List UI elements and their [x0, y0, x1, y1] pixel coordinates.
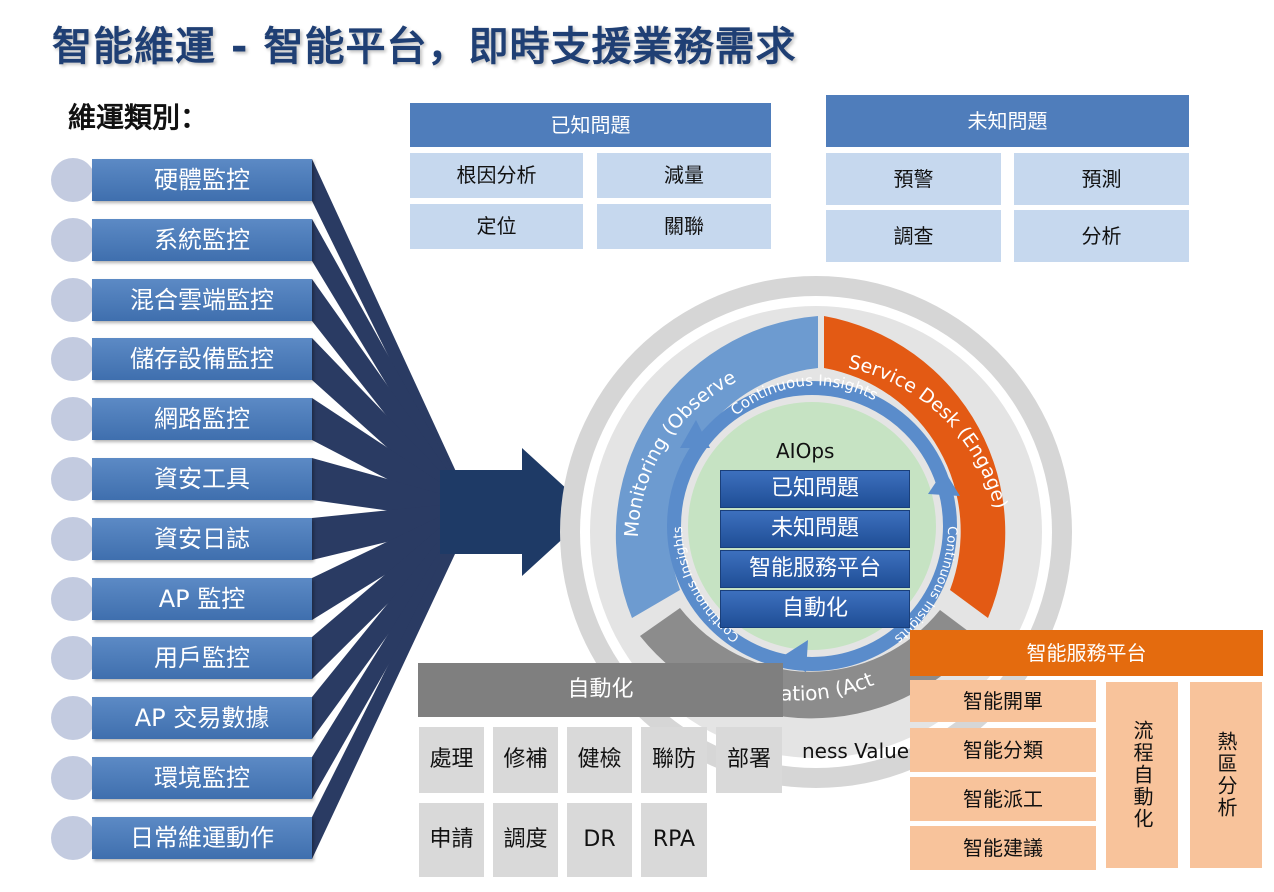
known-cell-root-cause: 根因分析	[410, 153, 583, 198]
arrow-head	[440, 448, 592, 576]
stack-unknown-issues: 未知問題	[720, 510, 910, 548]
category-item: 日常維運動作	[92, 817, 312, 859]
category-item: 資安日誌	[92, 518, 312, 560]
auto-cell-patch: 修補	[493, 727, 558, 793]
fan-wedge	[312, 502, 470, 620]
auto-cell-apply: 申請	[419, 803, 484, 877]
stack-automation: 自動化	[720, 590, 910, 628]
category-bullet	[51, 756, 95, 800]
auto-cell-healthcheck: 健檢	[567, 727, 632, 793]
smart-platform-header: 智能服務平台	[910, 630, 1263, 676]
category-item: 環境監控	[92, 757, 312, 799]
category-item: 系統監控	[92, 219, 312, 261]
fan-wedge	[312, 502, 470, 739]
smart-item-suggest: 智能建議	[910, 826, 1096, 870]
category-item: AP 監控	[92, 578, 312, 620]
category-bullet	[51, 577, 95, 621]
auto-cell-dr: DR	[567, 803, 632, 877]
category-item: 混合雲端監控	[92, 279, 312, 321]
stack-smart-platform: 智能服務平台	[720, 550, 910, 588]
categories-label: 維運類別：	[68, 101, 209, 134]
unknown-cell-warn: 預警	[826, 153, 1001, 205]
fan-wedge	[312, 502, 470, 799]
stack-known-issues: 已知問題	[720, 470, 910, 508]
unknown-issues-header: 未知問題	[826, 95, 1189, 147]
category-bullet	[51, 696, 95, 740]
known-cell-locate: 定位	[410, 204, 583, 249]
category-item: 儲存設備監控	[92, 338, 312, 380]
fan-wedge	[312, 502, 470, 560]
category-bullet	[51, 218, 95, 262]
category-item: 用戶監控	[92, 637, 312, 679]
category-bullet	[51, 816, 95, 860]
smart-item-ticket: 智能開單	[910, 680, 1096, 722]
known-cell-reduce: 減量	[597, 153, 771, 198]
category-bullet	[51, 457, 95, 501]
category-bullet	[51, 337, 95, 381]
category-item: 資安工具	[92, 458, 312, 500]
auto-cell-handle: 處理	[419, 727, 484, 793]
business-value-text: ness Value	[802, 739, 909, 763]
smart-col-process-automation: 流程自動化	[1106, 682, 1178, 868]
monitoring-segment	[615, 316, 818, 618]
category-bullet	[51, 517, 95, 561]
category-item: 硬體監控	[92, 159, 312, 201]
aiops-center-text: AIOps	[776, 439, 834, 463]
auto-cell-deploy: 部署	[716, 727, 782, 793]
fan-wedge	[312, 502, 470, 679]
category-bullet	[51, 158, 95, 202]
service-desk-segment	[824, 316, 1006, 618]
fan-wedge	[312, 502, 470, 859]
category-bullet	[51, 397, 95, 441]
smart-item-dispatch: 智能派工	[910, 777, 1096, 821]
smart-item-classify: 智能分類	[910, 728, 1096, 772]
known-issues-header: 已知問題	[410, 103, 771, 147]
unknown-cell-investigate: 調查	[826, 210, 1001, 262]
smart-col-hotspot-analysis: 熱區分析	[1190, 682, 1262, 868]
unknown-cell-analyze: 分析	[1014, 210, 1189, 262]
auto-cell-defense: 聯防	[641, 727, 707, 793]
category-bullet	[51, 636, 95, 680]
category-item: AP 交易數據	[92, 697, 312, 739]
page-title: 智能維運 - 智能平台，即時支援業務需求	[52, 24, 797, 70]
automation-header: 自動化	[418, 663, 783, 717]
unknown-cell-predict: 預測	[1014, 153, 1189, 205]
category-item: 網路監控	[92, 398, 312, 440]
auto-cell-schedule: 調度	[493, 803, 558, 877]
auto-cell-rpa: RPA	[641, 803, 707, 877]
category-bullet	[51, 278, 95, 322]
known-cell-correlate: 關聯	[597, 204, 771, 249]
